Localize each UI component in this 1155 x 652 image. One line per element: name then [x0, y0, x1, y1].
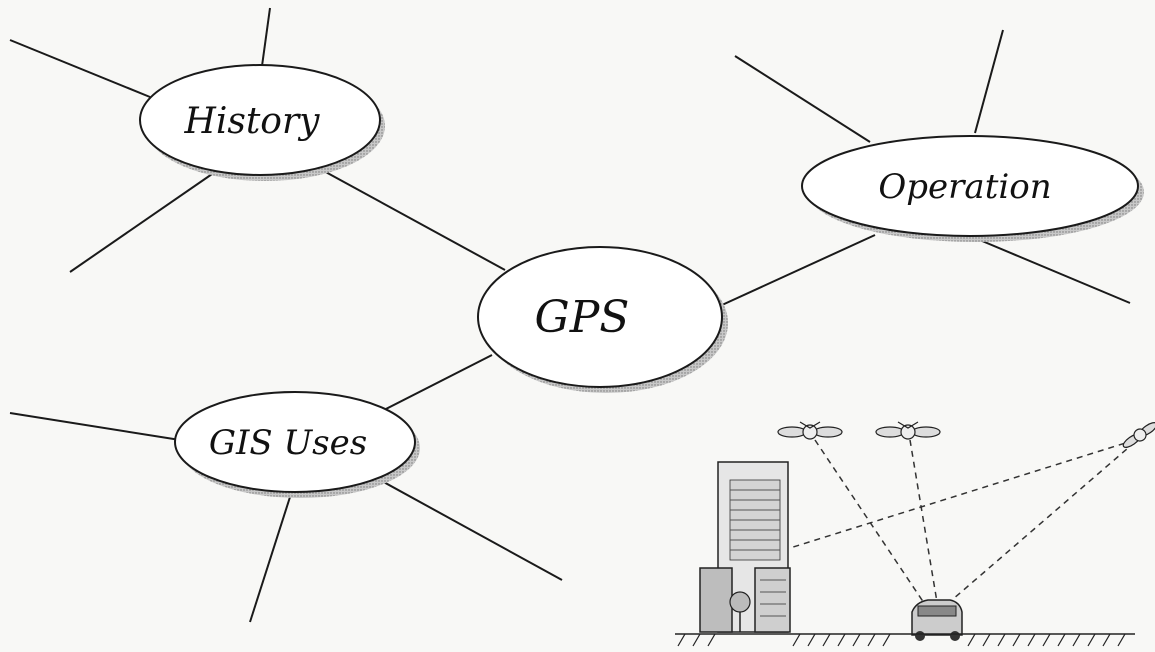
gis-spoke-left — [9, 412, 181, 441]
satellite-signal-lines — [789, 439, 1136, 613]
operation-spoke-top — [974, 29, 1004, 134]
operation-to-gps-link — [721, 234, 876, 306]
satellite-icon — [1122, 422, 1155, 448]
ground-line — [675, 633, 1135, 647]
history-label: History — [183, 101, 320, 142]
satellite-icon — [875, 421, 941, 440]
vehicle-icon — [911, 599, 963, 641]
gps-center-node: GPS — [477, 246, 728, 393]
operation-node: Operation — [801, 135, 1144, 242]
operation-spoke-upper-left — [734, 55, 871, 143]
gis-uses-node: GIS Uses — [174, 391, 420, 498]
gps-illustration — [675, 421, 1155, 647]
satellite-icon — [777, 421, 843, 440]
building-icon — [699, 461, 791, 633]
history-to-gps-link — [321, 169, 506, 271]
history-spoke-lower-left — [69, 171, 216, 273]
history-node: History — [139, 64, 385, 181]
gps-label: GPS — [535, 292, 630, 343]
history-spoke-upper-left — [9, 39, 151, 98]
operation-spoke-lower-right — [974, 237, 1131, 304]
spoke-lines — [9, 7, 1131, 623]
gis-uses-label: GIS Uses — [209, 423, 367, 463]
gis-spoke-lower-right — [379, 479, 563, 581]
history-spoke-top — [261, 7, 271, 67]
gis-to-gps-link — [379, 354, 493, 413]
operation-label: Operation — [878, 167, 1051, 207]
gis-spoke-bottom — [249, 496, 291, 623]
